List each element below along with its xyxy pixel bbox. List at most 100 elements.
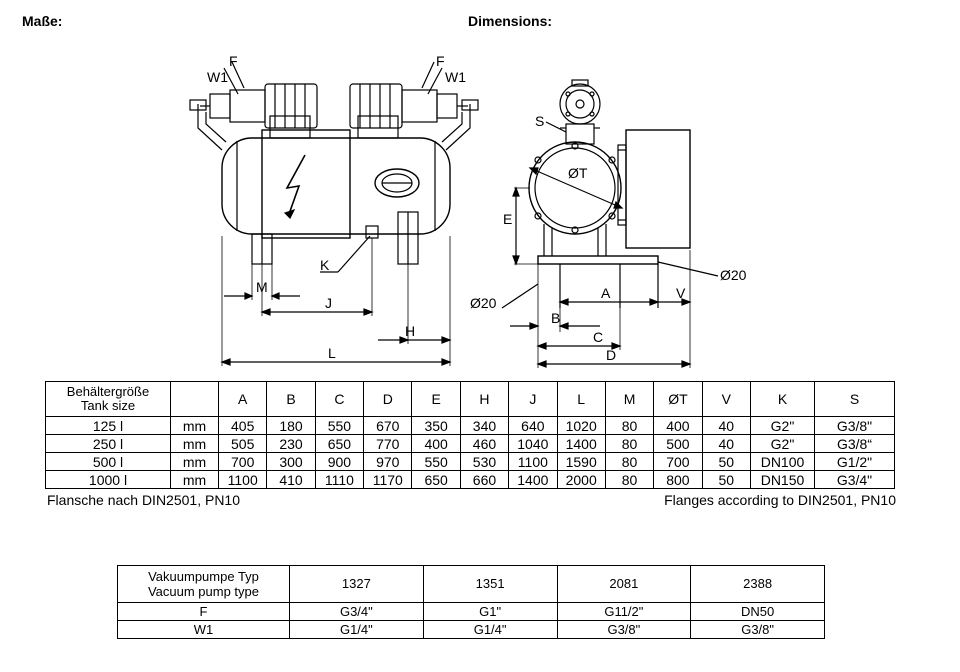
technical-drawing: F W1 F W1 K M J H L S ØT E Ø20 Ø20 A V B… bbox=[189, 53, 747, 368]
value-cell: G3/8" bbox=[690, 620, 825, 639]
value-cell: DN150 bbox=[750, 470, 815, 489]
value-cell: 400 bbox=[653, 416, 703, 435]
electrical-box bbox=[261, 129, 351, 239]
value-cell: 350 bbox=[411, 416, 461, 435]
table-row: 1000 l mm 1100 410 1110 1170 650 660 140… bbox=[45, 470, 895, 489]
value-cell: 230 bbox=[266, 434, 316, 453]
value-cell: 400 bbox=[411, 434, 461, 453]
row-label: F bbox=[117, 602, 290, 621]
label-m: M bbox=[256, 279, 268, 295]
value-cell: 650 bbox=[314, 434, 365, 453]
value-cell: 1170 bbox=[363, 470, 413, 489]
label-j: J bbox=[325, 295, 332, 311]
label-w1-left: W1 bbox=[207, 69, 228, 85]
label-s: S bbox=[535, 113, 544, 129]
value-cell: 530 bbox=[459, 452, 510, 471]
value-cell: 80 bbox=[604, 452, 655, 471]
label-b: B bbox=[551, 310, 560, 326]
value-cell: 180 bbox=[266, 416, 316, 435]
tank-size-cell: 500 l bbox=[45, 452, 171, 471]
flange-note-english: Flanges according to DIN2501, PN10 bbox=[664, 492, 896, 508]
value-cell: 80 bbox=[604, 434, 655, 453]
value-cell: G3/8" bbox=[814, 416, 895, 435]
lightning-symbol-icon bbox=[285, 154, 306, 215]
column-header: H bbox=[459, 381, 510, 417]
label-w1-right: W1 bbox=[445, 69, 466, 85]
value-cell: 800 bbox=[653, 470, 703, 489]
value-cell: 405 bbox=[217, 416, 268, 435]
value-cell: 50 bbox=[701, 452, 752, 471]
value-cell: 650 bbox=[411, 470, 461, 489]
value-cell: 1020 bbox=[556, 416, 606, 435]
value-cell: 640 bbox=[508, 416, 558, 435]
tank-size-header: Behältergröße Tank size bbox=[45, 381, 171, 417]
value-cell: 1590 bbox=[556, 452, 606, 471]
base-plate bbox=[537, 255, 659, 265]
pump-type-header-de: Vakuumpumpe Typ bbox=[148, 569, 259, 584]
column-header: B bbox=[266, 381, 316, 417]
value-cell: G3/4" bbox=[814, 470, 895, 489]
value-cell: G3/8“ bbox=[814, 434, 895, 453]
label-t: ØT bbox=[568, 165, 588, 181]
pump-type-cell: 2081 bbox=[556, 565, 692, 603]
value-cell: 1400 bbox=[508, 470, 558, 489]
pump-table-row: F G3/4" G1" G11/2" DN50 bbox=[117, 602, 825, 621]
label-d20-right: Ø20 bbox=[720, 267, 747, 283]
tank-body bbox=[221, 137, 451, 235]
label-c: C bbox=[593, 329, 603, 345]
label-d: D bbox=[606, 347, 616, 363]
pump-table-header-row: Vakuumpumpe Typ Vacuum pump type 1327 13… bbox=[117, 565, 825, 603]
row-label: W1 bbox=[117, 620, 290, 639]
side-view bbox=[501, 79, 719, 368]
value-cell: G1/4" bbox=[289, 620, 424, 639]
value-cell: 1110 bbox=[314, 470, 365, 489]
value-cell: G2" bbox=[750, 434, 815, 453]
column-header: V bbox=[701, 381, 752, 417]
value-cell: 505 bbox=[217, 434, 268, 453]
unit-cell: mm bbox=[170, 434, 219, 453]
value-cell: DN100 bbox=[750, 452, 815, 471]
value-cell: G2" bbox=[750, 416, 815, 435]
pump-motor-left bbox=[264, 83, 318, 129]
value-cell: 40 bbox=[701, 416, 752, 435]
table-row: 125 l mm 405 180 550 670 350 340 640 102… bbox=[45, 416, 895, 435]
value-cell: 1100 bbox=[508, 452, 558, 471]
pump-type-header: Vakuumpumpe Typ Vacuum pump type bbox=[117, 565, 290, 603]
unit-header bbox=[170, 381, 219, 417]
label-e: E bbox=[503, 211, 512, 227]
drain-nozzle bbox=[365, 225, 379, 239]
value-cell: 700 bbox=[653, 452, 703, 471]
column-header: L bbox=[556, 381, 606, 417]
unit-cell: mm bbox=[170, 452, 219, 471]
value-cell: 900 bbox=[314, 452, 365, 471]
label-k: K bbox=[320, 257, 330, 273]
label-l: L bbox=[328, 345, 336, 361]
value-cell: 80 bbox=[604, 470, 655, 489]
front-view bbox=[189, 61, 479, 366]
value-cell: 500 bbox=[653, 434, 703, 453]
value-cell: 40 bbox=[701, 434, 752, 453]
value-cell: G1/2" bbox=[814, 452, 895, 471]
pump-table-row: W1 G1/4" G1/4" G3/8" G3/8" bbox=[117, 620, 825, 639]
side-electrical-box bbox=[625, 129, 691, 249]
title-english: Dimensions: bbox=[468, 13, 553, 29]
label-d20-left: Ø20 bbox=[470, 295, 497, 311]
pump-type-table: Vakuumpumpe Typ Vacuum pump type 1327 13… bbox=[117, 565, 825, 639]
inspection-opening bbox=[374, 168, 420, 198]
value-cell: 550 bbox=[411, 452, 461, 471]
label-a: A bbox=[601, 285, 611, 301]
value-cell: 1100 bbox=[217, 470, 268, 489]
value-cell: 1040 bbox=[508, 434, 558, 453]
value-cell: 2000 bbox=[556, 470, 606, 489]
value-cell: 970 bbox=[363, 452, 413, 471]
column-header: ØT bbox=[653, 381, 703, 417]
column-header: S bbox=[814, 381, 895, 417]
value-cell: 770 bbox=[363, 434, 413, 453]
value-cell: 1400 bbox=[556, 434, 606, 453]
unit-cell: mm bbox=[170, 416, 219, 435]
column-header: D bbox=[363, 381, 413, 417]
value-cell: 460 bbox=[459, 434, 510, 453]
tank-size-header-en: Tank size bbox=[80, 398, 136, 413]
pump-type-cell: 1327 bbox=[289, 565, 424, 603]
value-cell: 670 bbox=[363, 416, 413, 435]
